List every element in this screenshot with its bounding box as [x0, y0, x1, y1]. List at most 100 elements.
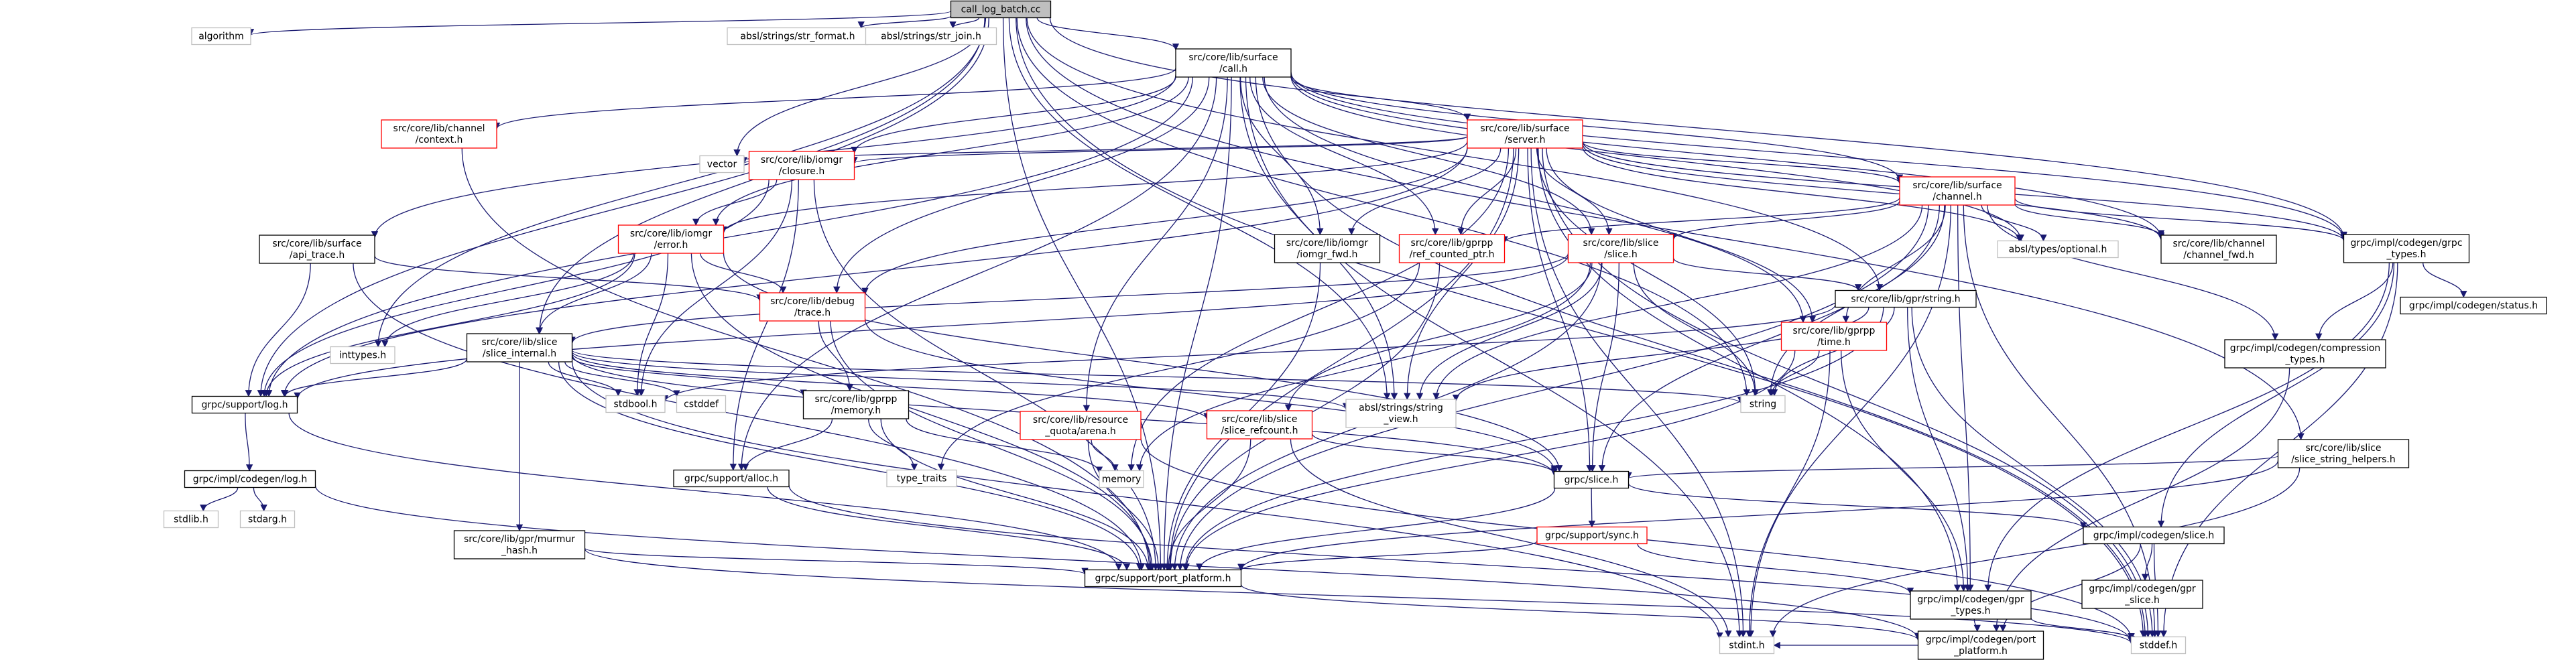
node-label: /time.h: [1817, 337, 1851, 348]
node-strjoin[interactable]: absl/strings/str_join.h: [865, 27, 997, 46]
node-box: [330, 346, 395, 364]
node-slice[interactable]: src/core/lib/slice/slice.h: [1567, 234, 1674, 263]
edge-grpctypes-to-slicecodegen: [2157, 262, 2395, 528]
edge-gprstring-to-gprtypes: [1907, 307, 1971, 592]
node-box: [2083, 526, 2225, 545]
node-stdbool[interactable]: stdbool.h: [605, 395, 666, 413]
node-gprtypes[interactable]: grpc/impl/codegen/gpr_types.h: [1910, 590, 2032, 620]
edge-sliceint-to-stdbool: [548, 361, 622, 397]
node-comptypes[interactable]: grpc/impl/codegen/compression_types.h: [2224, 339, 2386, 369]
node-label: cstddef: [684, 399, 719, 410]
node-chctx[interactable]: src/core/lib/channel/context.h: [381, 119, 497, 149]
node-stdarg[interactable]: stdarg.h: [239, 510, 296, 529]
node-label: grpc/support/port_platform.h: [1095, 574, 1231, 584]
node-server[interactable]: src/core/lib/surface/server.h: [1467, 119, 1583, 149]
node-label: /server.h: [1504, 135, 1545, 145]
node-stdlib[interactable]: stdlib.h: [163, 510, 219, 529]
node-refcount[interactable]: src/core/lib/slice/slice_refcount.h: [1206, 410, 1313, 440]
edge-server-to-portplat: [1166, 147, 1514, 571]
node-memory_h[interactable]: src/core/lib/gprpp/memory.h: [802, 390, 910, 419]
node-channel[interactable]: src/core/lib/surface/channel.h: [1899, 176, 2016, 206]
node-label: _quota/arena.h: [1044, 426, 1116, 437]
node-label: src/core/lib/gprpp: [1793, 326, 1876, 336]
node-label: src/core/lib/debug: [770, 296, 855, 307]
node-apitrace[interactable]: src/core/lib/surface/api_trace.h: [259, 235, 375, 264]
node-label: inttypes.h: [339, 350, 386, 361]
node-stringview[interactable]: absl/strings/string_view.h: [1345, 399, 1457, 428]
node-stddef[interactable]: stddef.h: [2130, 636, 2187, 655]
node-debugtrace[interactable]: src/core/lib/debug/trace.h: [759, 292, 866, 322]
node-box: [605, 395, 666, 413]
edge-server-to-grpcslice: [1527, 147, 1593, 472]
node-box: [1274, 234, 1381, 263]
edge-call-to-stddef: [1255, 76, 2149, 638]
node-root[interactable]: call_log_batch.cc: [950, 0, 1052, 19]
node-label: src/core/lib/channel: [2173, 239, 2265, 249]
node-string[interactable]: string: [1740, 395, 1786, 413]
edge-sliceint-to-stringview: [571, 351, 1349, 410]
node-label: _slice.h: [2124, 595, 2160, 606]
node-box: [2400, 296, 2547, 315]
node-memory[interactable]: memory: [1099, 470, 1144, 488]
node-label: grpc/impl/codegen/compression: [2230, 343, 2381, 354]
node-log[interactable]: grpc/support/log.h: [191, 395, 298, 414]
node-vector[interactable]: vector: [699, 155, 745, 174]
node-typetraits[interactable]: type_traits: [886, 469, 957, 488]
node-sync[interactable]: grpc/support/sync.h: [1536, 526, 1648, 545]
node-chfwd[interactable]: src/core/lib/channel/channel_fwd.h: [2160, 235, 2277, 264]
node-closure[interactable]: src/core/lib/iomgr/closure.h: [748, 151, 855, 180]
edge-sliceint-to-string: [571, 350, 1744, 404]
node-slicestr[interactable]: src/core/lib/slice/slice_string_helpers.…: [2277, 439, 2410, 468]
edge-refcount-to-grpcslice: [1311, 433, 1558, 474]
node-label: /error.h: [654, 240, 688, 251]
edge-slice-to-refcount: [1284, 262, 1593, 412]
node-label: /channel.h: [1933, 192, 1981, 202]
node-algorithm[interactable]: algorithm: [191, 27, 251, 46]
edge-grpcslice-to-slicecodegen: [1628, 483, 2087, 529]
edge-call-to-log: [265, 76, 1193, 397]
edge-channel-to-stringview: [1432, 204, 1923, 401]
node-grpcslice[interactable]: grpc/slice.h: [1553, 470, 1630, 489]
node-murmur[interactable]: src/core/lib/gpr/murmur_hash.h: [453, 530, 586, 559]
edge-call-to-server: [1290, 76, 1471, 121]
edge-sync-to-gprtypes: [1637, 543, 1914, 595]
node-iomgrfwd[interactable]: src/core/lib/iomgr/iomgr_fwd.h: [1274, 234, 1381, 263]
node-stdint[interactable]: stdint.h: [1719, 636, 1775, 655]
node-logcodegen[interactable]: grpc/impl/codegen/log.h: [184, 470, 316, 488]
node-status[interactable]: grpc/impl/codegen/status.h: [2400, 296, 2547, 315]
node-time[interactable]: src/core/lib/gprpp/time.h: [1780, 322, 1888, 351]
node-call[interactable]: src/core/lib/surface/call.h: [1175, 48, 1292, 78]
node-box: [1398, 234, 1506, 263]
node-strfmt[interactable]: absl/strings/str_format.h: [727, 27, 869, 46]
edge-quota-to-portplat: [1087, 439, 1162, 571]
edge-root-to-string: [1016, 17, 1751, 397]
node-portplat[interactable]: grpc/support/port_platform.h: [1084, 569, 1242, 588]
edge-apitrace-to-debugtrace: [374, 255, 763, 302]
node-label: /slice.h: [1604, 249, 1637, 260]
node-box: [466, 333, 573, 362]
edge-call-to-debugtrace: [833, 76, 1210, 294]
node-slicecodegen[interactable]: grpc/impl/codegen/slice.h: [2083, 526, 2225, 545]
node-refptr[interactable]: src/core/lib/gprpp/ref_counted_ptr.h: [1398, 234, 1506, 263]
node-cstddef[interactable]: cstddef: [676, 395, 727, 413]
node-gprslice[interactable]: grpc/impl/codegen/gpr_slice.h: [2081, 580, 2203, 609]
node-label: memory: [1102, 474, 1142, 485]
node-gpralloc[interactable]: grpc/support/alloc.h: [673, 469, 790, 488]
node-label: grpc/support/log.h: [201, 400, 288, 411]
node-inttypes[interactable]: inttypes.h: [330, 346, 395, 364]
node-gprstring[interactable]: src/core/lib/gpr/string.h: [1835, 289, 1977, 308]
node-box: [259, 235, 375, 264]
node-error[interactable]: src/core/lib/iomgr/error.h: [617, 224, 725, 254]
node-codegenport[interactable]: grpc/impl/codegen/port_platform.h: [1917, 630, 2044, 660]
edge-call-to-grpctypes: [1290, 72, 2347, 240]
node-label: src/core/lib/channel: [393, 123, 485, 134]
node-optional[interactable]: absl/types/optional.h: [1997, 240, 2119, 259]
edge-apitrace-to-portplat: [353, 263, 1146, 571]
node-quota[interactable]: src/core/lib/resource_quota/arena.h: [1020, 411, 1142, 440]
edge-call-to-stdint: [1245, 76, 1743, 638]
node-sliceint[interactable]: src/core/lib/slice/slice_internal.h: [466, 333, 573, 362]
edge-slicestr-to-portplat: [1237, 460, 2279, 571]
node-label: _types.h: [1951, 606, 1991, 616]
edge-sliceint-to-portplat: [558, 361, 1144, 571]
node-grpctypes[interactable]: grpc/impl/codegen/grpc_types.h: [2343, 234, 2470, 263]
